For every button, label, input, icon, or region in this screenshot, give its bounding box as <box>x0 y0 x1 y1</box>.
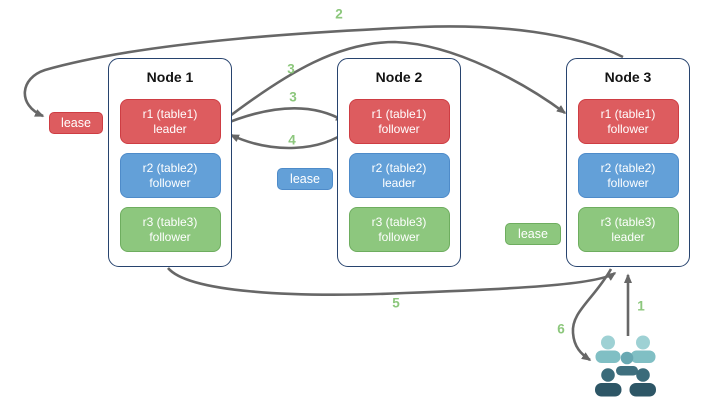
replica-name: r3 (table3) <box>142 214 198 229</box>
node-3: Node 3 r1 (table1) follower r2 (table2) … <box>566 58 690 267</box>
step-label-3b: 3 <box>289 89 297 105</box>
step-label-4: 4 <box>288 132 296 148</box>
lease-badge-table3: lease <box>505 223 561 245</box>
arrow-step3-node1-to-node3 <box>221 40 567 124</box>
lease-badge-table1: lease <box>49 112 103 134</box>
replica-role: follower <box>149 175 191 190</box>
node-2-replica-r3: r3 (table3) follower <box>348 207 450 252</box>
node-2-replica-r1: r1 (table1) follower <box>348 99 450 144</box>
replica-name: r2 (table2) <box>600 160 656 175</box>
replica-name: r3 (table3) <box>600 214 656 229</box>
arrow-step3-node1-to-node2 <box>221 107 346 127</box>
node-1-replica-r3: r3 (table3) follower <box>119 207 221 252</box>
node-1-title: Node 1 <box>146 69 194 85</box>
replica-role: follower <box>607 121 649 136</box>
step-label-6: 6 <box>557 321 565 337</box>
node-1-replica-r2: r2 (table2) follower <box>119 153 221 198</box>
node-3-replica-r1: r1 (table1) follower <box>577 99 679 144</box>
replica-name: r1 (table1) <box>600 106 656 121</box>
replica-name: r2 (table2) <box>371 160 427 175</box>
step-label-2: 2 <box>335 6 343 22</box>
node-2: Node 2 r1 (table1) follower r2 (table2) … <box>337 58 461 267</box>
lease-badge-table2: lease <box>277 168 333 190</box>
replica-role: follower <box>378 229 420 244</box>
node-3-title: Node 3 <box>604 69 652 85</box>
node-3-replica-r3: r3 (table3) leader <box>577 207 679 252</box>
node-3-replica-r2: r2 (table2) follower <box>577 153 679 198</box>
step-label-3a: 3 <box>287 61 295 77</box>
replica-name: r3 (table3) <box>371 214 427 229</box>
replica-role: leader <box>382 175 416 190</box>
replica-role: leader <box>153 121 187 136</box>
step-label-1: 1 <box>637 298 645 314</box>
arrow-step5-node1-to-node3 <box>167 267 617 296</box>
replica-name: r2 (table2) <box>142 160 198 175</box>
step-label-5: 5 <box>392 295 400 311</box>
replica-role: leader <box>611 229 645 244</box>
node-2-title: Node 2 <box>375 69 423 85</box>
replica-name: r1 (table1) <box>142 106 198 121</box>
node-2-replica-r2: r2 (table2) leader <box>348 153 450 198</box>
node-1: Node 1 r1 (table1) leader r2 (table2) fo… <box>108 58 232 267</box>
arrow-step2-node3-to-red-lease <box>23 25 624 118</box>
replica-name: r1 (table1) <box>371 106 427 121</box>
node-1-replica-r1: r1 (table1) leader <box>119 99 221 144</box>
replica-role: follower <box>607 175 649 190</box>
arrow-step6-node3-to-users <box>571 268 613 362</box>
users-icon <box>595 335 656 397</box>
replica-role: follower <box>149 229 191 244</box>
replica-role: follower <box>378 121 420 136</box>
